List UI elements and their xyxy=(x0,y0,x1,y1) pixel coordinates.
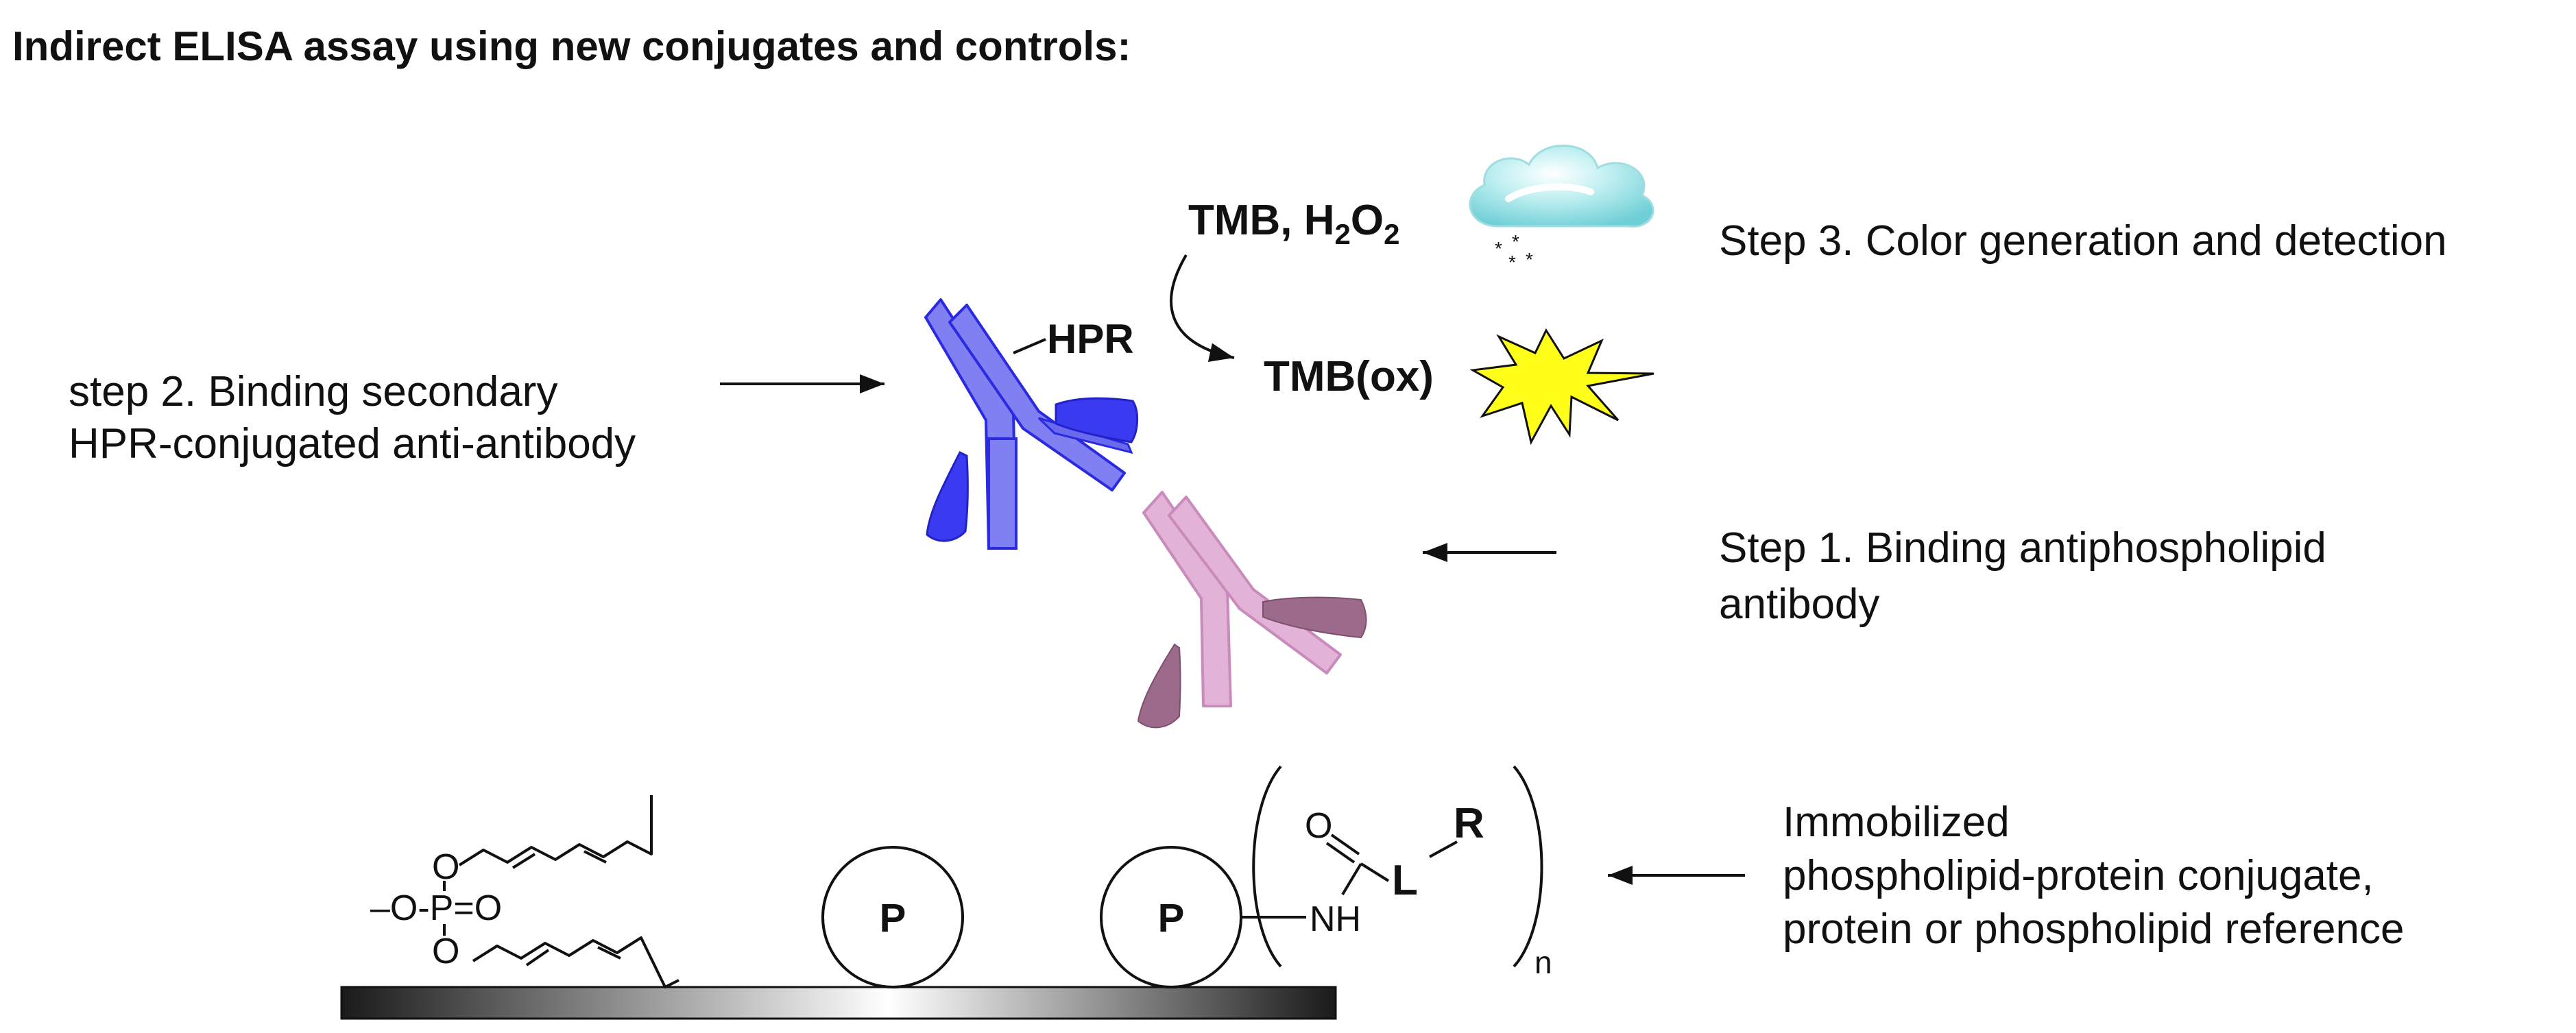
svg-text:*: * xyxy=(1495,238,1502,259)
linker-l: L xyxy=(1392,857,1418,904)
plate-surface xyxy=(340,986,1337,1020)
diagram-title: Indirect ELISA assay using new conjugate… xyxy=(12,23,1131,69)
phospholipid-phosphate: –O-P=O xyxy=(370,888,502,928)
protein-label-1: P xyxy=(880,896,906,940)
phospholipid-o-top: O xyxy=(432,847,459,887)
linker-o: O xyxy=(1305,806,1332,846)
secondary-fab-right xyxy=(1055,397,1139,443)
step1-label-line2: antibody xyxy=(1719,581,1879,628)
step3-label: Step 3. Color generation and detection xyxy=(1719,217,2447,265)
tmb-ox-label: TMB(ox) xyxy=(1264,353,1434,400)
primary-antibody xyxy=(1137,491,1367,729)
phospholipid-o-bottom: O xyxy=(432,932,459,971)
secondary-fab-left xyxy=(926,450,969,542)
cloud-icon: * * * * xyxy=(1469,144,1654,273)
protein-label-2: P xyxy=(1158,896,1185,940)
secondary-antibody xyxy=(924,298,1139,550)
phospholipid-structure xyxy=(443,795,679,988)
svg-text:*: * xyxy=(1526,249,1533,270)
linker-r: R xyxy=(1454,800,1484,847)
step2-label-line2: HPR-conjugated anti-antibody xyxy=(69,420,636,467)
svg-text:TMB, H2O2: TMB, H2O2 xyxy=(1188,197,1399,250)
color-burst-icon xyxy=(1469,328,1654,446)
svg-text:*: * xyxy=(1508,252,1516,273)
tmb-h2o2-label: TMB, H2O2 xyxy=(1188,197,1399,250)
linker-structure xyxy=(1241,765,1543,968)
immobilized-line2: phospholipid-protein conjugate, xyxy=(1783,852,2374,899)
linker-repeat-n: n xyxy=(1534,945,1552,980)
immobilized-line1: Immobilized xyxy=(1783,799,2010,846)
step1-label-line1: Step 1. Binding antiphospholipid xyxy=(1719,524,2326,572)
protein-circle-1 xyxy=(821,846,964,988)
svg-text:*: * xyxy=(1512,231,1519,252)
immobilized-line3: protein or phospholipid reference xyxy=(1783,906,2404,953)
step2-label-line1: step 2. Binding secondary xyxy=(69,368,557,415)
linker-nh: NH xyxy=(1310,899,1361,939)
reaction-arrow xyxy=(1170,254,1235,362)
hpr-label: HPR xyxy=(1047,316,1134,362)
